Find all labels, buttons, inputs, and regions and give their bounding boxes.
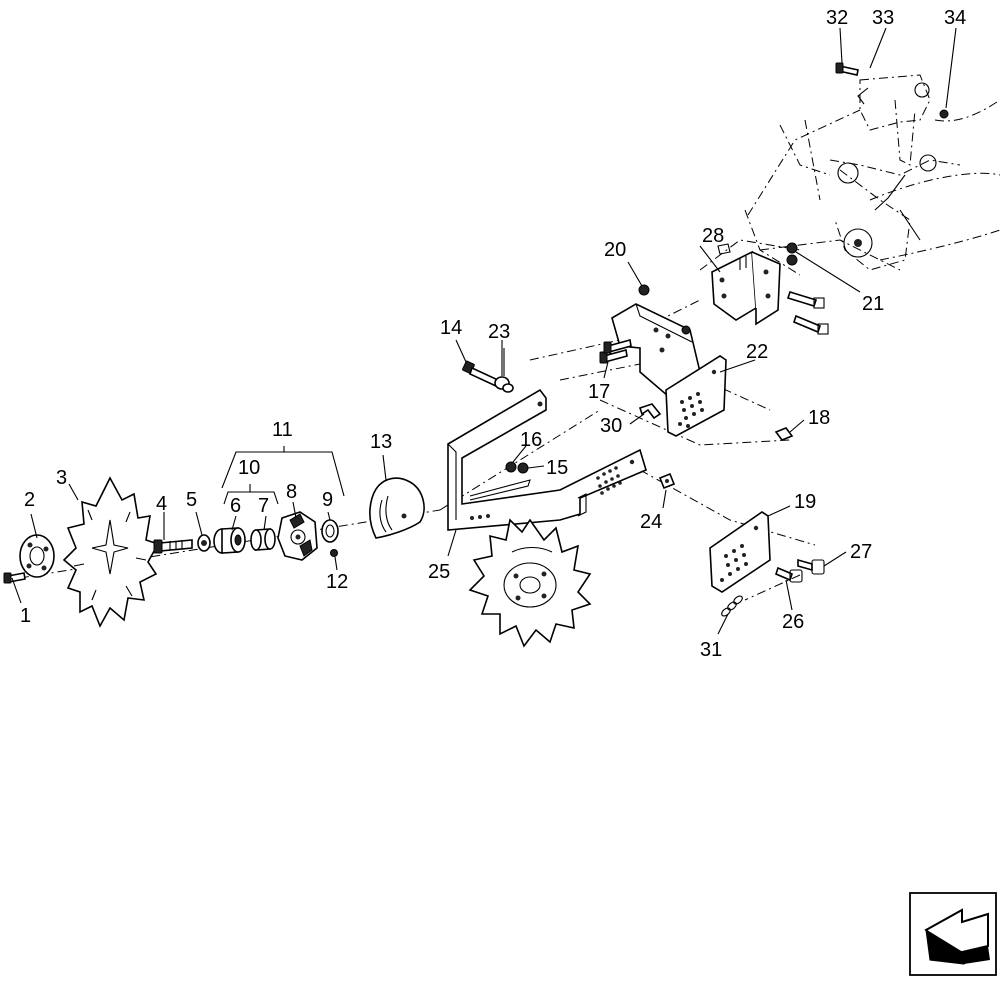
nut-24 bbox=[658, 472, 676, 490]
callout-20: 20 bbox=[604, 239, 626, 261]
nuts-21 bbox=[717, 242, 798, 266]
bolt-4 bbox=[153, 539, 193, 554]
hub-8 bbox=[277, 511, 318, 561]
nut-20 bbox=[638, 284, 650, 296]
callout-31: 31 bbox=[700, 639, 722, 661]
leader-lines bbox=[11, 27, 957, 635]
callout-14: 14 bbox=[440, 317, 462, 339]
bolt-1 bbox=[3, 572, 26, 584]
callout-9: 9 bbox=[322, 489, 333, 511]
callout-33: 33 bbox=[872, 7, 894, 29]
callout-2: 2 bbox=[24, 489, 35, 511]
callout-27: 27 bbox=[850, 541, 872, 563]
callout-24: 24 bbox=[640, 511, 662, 533]
callout-16: 16 bbox=[520, 429, 542, 451]
callout-28: 28 bbox=[702, 225, 724, 247]
callout-34: 34 bbox=[944, 7, 966, 29]
arm-25 bbox=[447, 388, 647, 531]
callout-17: 17 bbox=[588, 381, 610, 403]
callout-4: 4 bbox=[156, 493, 167, 515]
callout-32: 32 bbox=[826, 7, 848, 29]
callout-13: 13 bbox=[370, 431, 392, 453]
pin-30 bbox=[638, 403, 662, 420]
callout-5: 5 bbox=[186, 489, 197, 511]
bolt-14 bbox=[462, 360, 499, 388]
group-brackets bbox=[221, 446, 345, 505]
callout-21: 21 bbox=[862, 293, 884, 315]
callout-12: 12 bbox=[326, 571, 348, 593]
bolt-27 bbox=[797, 558, 825, 575]
plate-22 bbox=[665, 355, 727, 437]
washer-23 bbox=[494, 376, 514, 393]
callout-3: 3 bbox=[56, 467, 67, 489]
next-page-arrow-icon[interactable] bbox=[909, 892, 997, 976]
dust-cap-13 bbox=[369, 477, 425, 539]
callout-labels: 1 2 3 4 5 6 7 8 9 10 11 12 13 14 15 16 1… bbox=[20, 7, 966, 661]
bolts-17 bbox=[599, 338, 632, 364]
seal-9 bbox=[321, 519, 339, 543]
frame-outline bbox=[779, 74, 1000, 271]
callout-25: 25 bbox=[428, 561, 450, 583]
bracket-28 bbox=[711, 250, 781, 326]
callout-11: 11 bbox=[272, 419, 293, 441]
bearing-6 bbox=[213, 527, 246, 554]
callout-8: 8 bbox=[286, 481, 297, 503]
nut-18 bbox=[774, 427, 794, 441]
bolts-top-right bbox=[786, 291, 829, 335]
callout-18: 18 bbox=[808, 407, 830, 429]
callout-22: 22 bbox=[746, 341, 768, 363]
nut-12 bbox=[330, 549, 338, 557]
notched-disc-3 bbox=[62, 476, 160, 628]
nut-16 bbox=[505, 461, 517, 473]
notched-disc-lower bbox=[468, 518, 592, 648]
callout-30: 30 bbox=[600, 415, 622, 437]
callout-19: 19 bbox=[794, 491, 816, 513]
callout-10: 10 bbox=[238, 457, 260, 479]
callout-23: 23 bbox=[488, 321, 510, 343]
chain-31 bbox=[721, 595, 743, 617]
callout-26: 26 bbox=[782, 611, 804, 633]
callout-1: 1 bbox=[20, 605, 31, 627]
nut-34 bbox=[939, 109, 949, 119]
washer-5 bbox=[197, 534, 211, 552]
callout-7: 7 bbox=[258, 495, 269, 517]
callout-6: 6 bbox=[230, 495, 241, 517]
bolt-32 bbox=[835, 62, 859, 76]
bolt-26 bbox=[775, 566, 803, 583]
flange-plate-2 bbox=[19, 534, 55, 578]
plate-19 bbox=[709, 511, 771, 593]
nut-15 bbox=[517, 462, 529, 474]
spacer-7 bbox=[250, 528, 276, 551]
callout-15: 15 bbox=[546, 457, 568, 479]
